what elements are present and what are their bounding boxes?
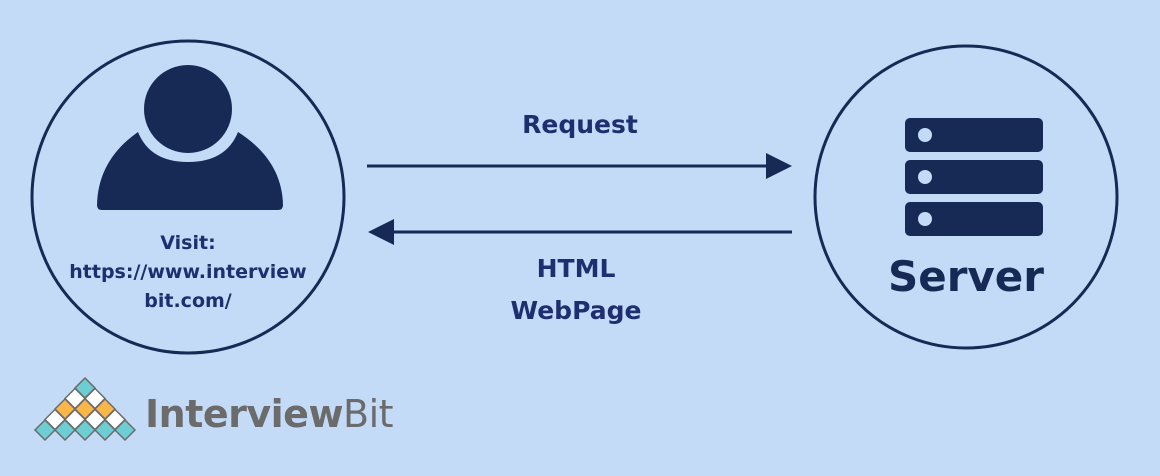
server-label: Server	[887, 252, 1045, 301]
logo-text-bold: Interview	[145, 392, 344, 436]
interviewbit-logo-icon	[33, 376, 137, 442]
logo-diamond-tile	[113, 418, 137, 442]
logo-diamond-tile	[93, 418, 117, 442]
client-circle	[30, 39, 346, 355]
logo-text-light: Bit	[343, 392, 394, 436]
logo-diamond-tile	[73, 418, 97, 442]
user-icon	[97, 65, 283, 210]
url-line-2: bit.com/	[144, 290, 232, 312]
logo-diamond-tile	[33, 418, 57, 442]
request-label: Request	[522, 110, 638, 139]
response-label: HTML WebPage	[476, 248, 676, 332]
url-line-1: https://www.interview	[69, 261, 307, 283]
server-icon	[905, 118, 1043, 236]
response-line-2: WebPage	[510, 296, 642, 325]
client-url-label: Visit: https://www.interview bit.com/	[40, 229, 336, 316]
visit-label: Visit:	[160, 232, 216, 254]
interviewbit-wordmark: InterviewBit	[145, 392, 394, 436]
response-line-1: HTML	[536, 254, 616, 283]
request-arrow	[367, 153, 792, 179]
response-arrow	[368, 219, 792, 245]
server-circle	[813, 44, 1119, 350]
logo-diamond-tile	[53, 418, 77, 442]
